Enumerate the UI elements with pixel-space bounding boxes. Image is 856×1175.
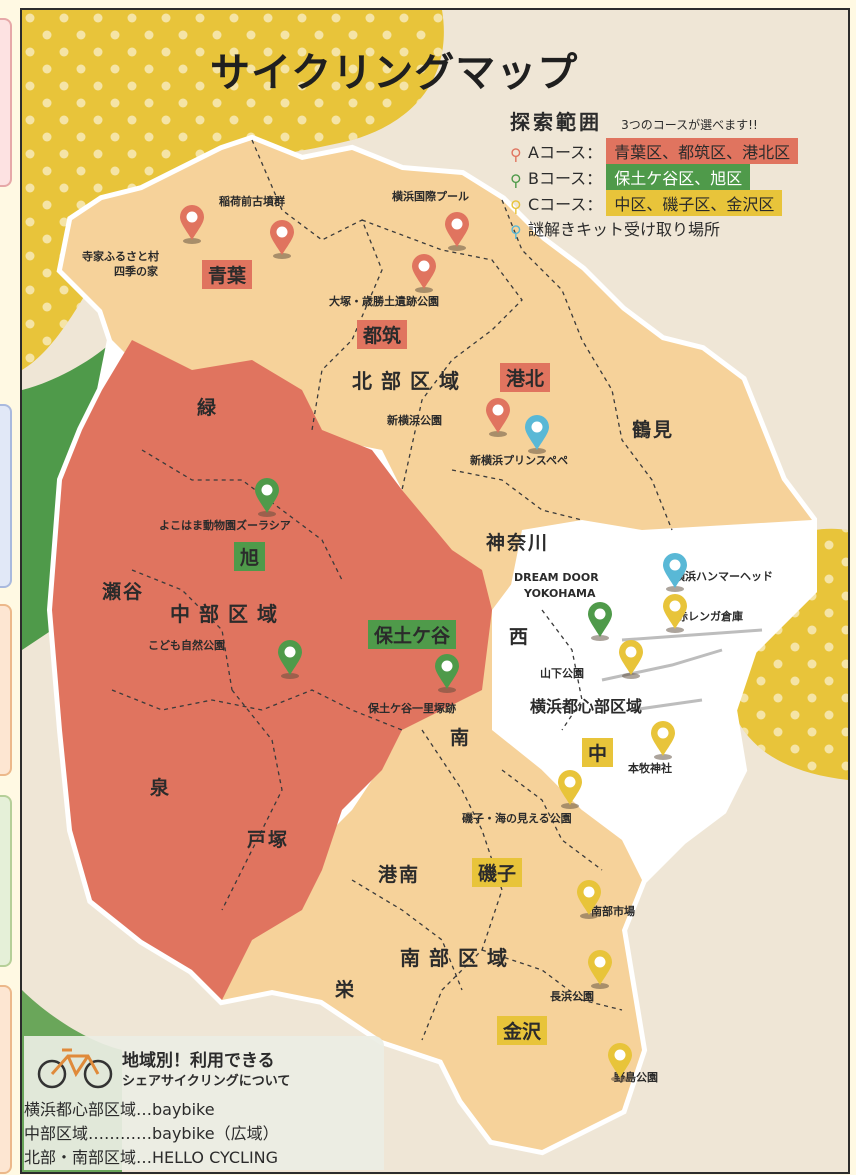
bikeshare-box: 地域別！利用できる シェアサイクリングについて 横浜都心部区域…baybike … bbox=[24, 1036, 384, 1170]
spot-teraie-1: 寺家ふるさと村 bbox=[82, 250, 159, 263]
ward-aoba-chip: 青葉 bbox=[202, 260, 253, 289]
ward-totsuka: 戸塚 bbox=[247, 829, 290, 851]
spot-nagahama: 長浜公園 bbox=[550, 990, 594, 1003]
spot-nanbu-market: 南部市場 bbox=[591, 905, 635, 918]
ward-kohoku-chip: 港北 bbox=[500, 363, 551, 392]
ward-tsuzuki-chip: 都筑 bbox=[357, 320, 408, 349]
bicycle-icon bbox=[37, 1048, 113, 1089]
pin-a-icon: ⚲ bbox=[510, 145, 522, 164]
side-tab-orange bbox=[0, 604, 12, 776]
legend-kit: ⚲ 謎解きキット受け取り場所 bbox=[510, 216, 721, 241]
course-a-area: 青葉区、都筑区、港北区 bbox=[606, 138, 799, 164]
ward-konan: 港南 bbox=[378, 864, 421, 886]
region-center: 横浜都心部区域 bbox=[530, 697, 643, 716]
ward-midori: 緑 bbox=[197, 397, 219, 419]
ward-isogo-chip: 磯子 bbox=[472, 858, 523, 887]
course-c-label: Cコース： bbox=[528, 195, 603, 214]
bikeshare-line-1: 横浜都心部区域…baybike bbox=[24, 1100, 215, 1119]
center-region bbox=[492, 520, 812, 850]
spot-honmoku: 本牧神社 bbox=[628, 762, 672, 775]
side-tab-red bbox=[0, 18, 12, 187]
legend-course-b: ⚲ Bコース：保土ケ谷区、旭区 bbox=[510, 164, 751, 190]
bikeshare-line-2: 中部区域…………baybike（広域） bbox=[24, 1124, 279, 1143]
course-b-label: Bコース： bbox=[528, 169, 603, 188]
spot-isogo-umi: 磯子・海の見える公園 bbox=[462, 812, 572, 825]
pin-kit-icon: ⚲ bbox=[510, 222, 522, 241]
spot-hodogaya-ichirizuka: 保土ケ谷一里塚跡 bbox=[368, 702, 456, 715]
region-south: 南部区域 bbox=[400, 946, 516, 970]
pin-c-icon: ⚲ bbox=[510, 197, 522, 216]
map-canvas bbox=[22, 10, 848, 1172]
spot-teraie-2: 四季の家 bbox=[114, 265, 158, 278]
spot-inari: 稲荷前古墳群 bbox=[219, 195, 285, 208]
spot-hammerhead: 横浜ハンマーヘッド bbox=[674, 570, 773, 583]
ward-asahi-chip: 旭 bbox=[234, 542, 266, 571]
legend-course-c: ⚲ Cコース：中区、磯子区、金沢区 bbox=[510, 190, 783, 216]
ward-boundaries bbox=[111, 139, 673, 1041]
course-a-label: Aコース： bbox=[528, 143, 603, 162]
ward-hodogaya-chip: 保土ケ谷 bbox=[368, 620, 457, 649]
region-middle: 中部区域 bbox=[170, 602, 286, 626]
bikeshare-line-3: 北部・南部区域…HELLO CYCLING bbox=[24, 1148, 279, 1167]
spot-dream-2: YOKOHAMA bbox=[524, 587, 596, 600]
ward-kanazawa-chip: 金沢 bbox=[497, 1016, 548, 1045]
spot-nojima: 野島公園 bbox=[614, 1071, 658, 1084]
middle-region bbox=[52, 340, 492, 1000]
spot-redbrick: 赤レンガ倉庫 bbox=[677, 610, 743, 623]
course-c-area: 中区、磯子区、金沢区 bbox=[606, 190, 783, 216]
spot-yamashita: 山下公園 bbox=[540, 667, 584, 680]
ward-kanagawa: 神奈川 bbox=[486, 532, 550, 554]
bikeshare-heading-2: シェアサイクリングについて bbox=[122, 1074, 291, 1089]
ward-tsurumi: 鶴見 bbox=[632, 419, 675, 441]
side-tab-blue bbox=[0, 404, 12, 588]
bikeshare-heading-1: 地域別！利用できる bbox=[122, 1051, 275, 1071]
spot-prince: 新横浜プリンスペペ bbox=[470, 454, 569, 467]
kit-label: 謎解きキット受け取り場所 bbox=[528, 220, 721, 239]
spot-shinyoko-park: 新横浜公園 bbox=[387, 414, 442, 427]
course-b-area: 保土ケ谷区、旭区 bbox=[606, 164, 751, 190]
map-title: サイクリングマップ bbox=[210, 50, 579, 96]
map-frame: サイクリングマップ 探索範囲 3つのコースが選べます!! ⚲ Aコース：青葉区、都… bbox=[20, 8, 850, 1174]
spot-dream-1: DREAM DOOR bbox=[514, 571, 599, 584]
spot-zoorasia: よこはま動物園ズーラシア bbox=[159, 519, 291, 532]
region-north: 北部区域 bbox=[352, 369, 468, 393]
legend-heading: 探索範囲 bbox=[510, 110, 602, 134]
spot-pool: 横浜国際プール bbox=[392, 190, 469, 203]
ward-naka-chip: 中 bbox=[582, 738, 614, 767]
side-tab-peach bbox=[0, 985, 12, 1174]
pin-b-icon: ⚲ bbox=[510, 171, 522, 190]
ward-seya: 瀬谷 bbox=[102, 581, 145, 603]
side-tab-green bbox=[0, 795, 12, 967]
legend-course-a: ⚲ Aコース：青葉区、都筑区、港北区 bbox=[510, 138, 799, 164]
spot-kodomo: こども自然公園 bbox=[148, 639, 225, 652]
ward-sakae: 栄 bbox=[335, 979, 357, 1001]
ward-izumi: 泉 bbox=[150, 777, 172, 799]
ward-minami: 南 bbox=[450, 727, 472, 749]
legend-note: 3つのコースが選べます!! bbox=[621, 118, 758, 132]
ward-nishi: 西 bbox=[509, 626, 531, 648]
spot-otsuka: 大塚・歳勝土遺跡公園 bbox=[329, 295, 439, 308]
legend-heading-row: 探索範囲 3つのコースが選べます!! bbox=[510, 106, 758, 135]
